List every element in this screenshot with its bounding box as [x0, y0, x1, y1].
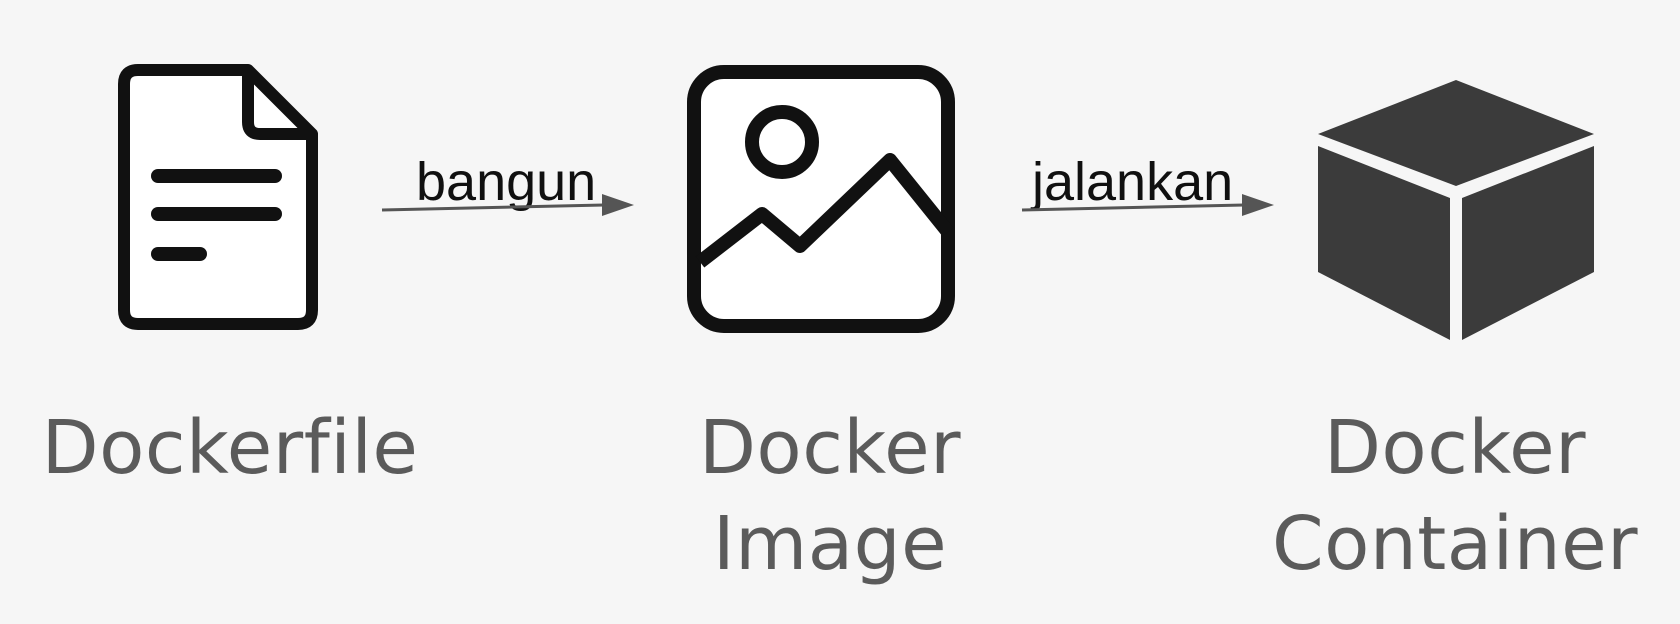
- arrow-right-icon: [1021, 194, 1274, 216]
- docker-container-node: [1312, 76, 1600, 346]
- cube-icon: [1318, 80, 1594, 340]
- docker-image-node: [686, 64, 956, 350]
- document-icon: [118, 64, 318, 330]
- docker-container-label: Docker Container: [1235, 400, 1675, 592]
- image-icon: [687, 65, 955, 333]
- run-arrow: [1020, 190, 1276, 220]
- docker-image-label-line-2: Image: [712, 501, 948, 587]
- docker-container-label-line-1: Docker: [1323, 405, 1587, 491]
- dockerfile-label-line-1: Dockerfile: [41, 405, 419, 491]
- build-arrow: [380, 190, 636, 220]
- docker-image-label: Docker Image: [620, 400, 1040, 592]
- docker-container-label-line-2: Container: [1271, 501, 1639, 587]
- run-edge-label: jalankan: [1032, 152, 1234, 212]
- dockerfile-label: Dockerfile: [20, 400, 440, 496]
- build-edge-label: bangun: [416, 152, 597, 212]
- arrow-right-icon: [381, 194, 634, 216]
- dockerfile-node: [118, 64, 324, 330]
- docker-image-label-line-1: Docker: [698, 405, 962, 491]
